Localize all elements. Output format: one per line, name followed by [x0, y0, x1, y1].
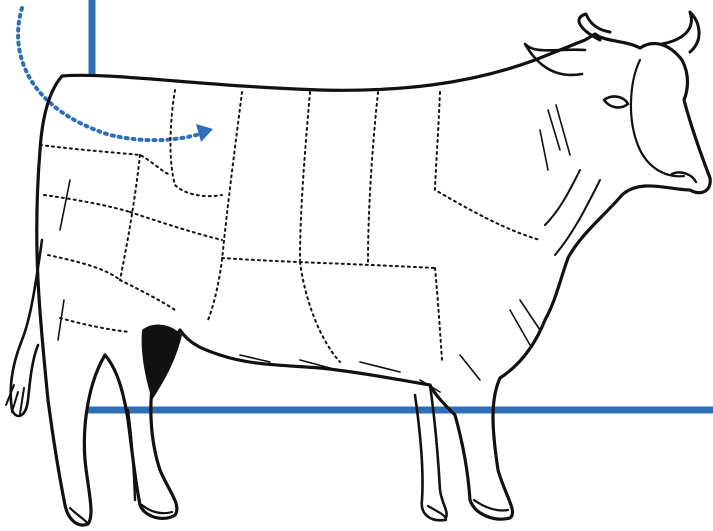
cow-body-outline [35, 32, 712, 527]
cow-icon [5, 10, 712, 527]
cut-line [221, 257, 436, 269]
inner-leg-shadow [141, 324, 182, 400]
hoof-front [426, 498, 510, 522]
cow-horn-left [577, 12, 612, 42]
cut-line [169, 89, 223, 198]
cow-jaw [629, 58, 686, 178]
cut-line [433, 91, 541, 241]
cow-shading [57, 104, 571, 393]
cow-dewlap [544, 169, 601, 256]
cut-line [434, 267, 443, 361]
hoof-hind [68, 503, 174, 526]
cut-line [43, 194, 131, 213]
cut-line [39, 144, 171, 176]
cow-horn-right [660, 10, 701, 54]
cut-line [129, 211, 223, 241]
cut-line [367, 91, 379, 263]
hind-leg-inner [126, 408, 137, 502]
arrowhead-icon [196, 124, 213, 142]
rotation-arrow-icon [16, 6, 202, 143]
front-leg-left [413, 383, 448, 522]
cow-tail [9, 238, 44, 418]
cow-nostril [670, 171, 698, 184]
cow-eye [602, 95, 630, 109]
cut-line [59, 317, 131, 333]
cut-lines [39, 89, 541, 363]
tail-tuft [5, 384, 25, 415]
cut-line [119, 279, 176, 311]
cut-line [207, 91, 243, 321]
cut-line [119, 154, 141, 281]
cut-line [47, 254, 121, 281]
cow-ear [523, 42, 587, 77]
cut-line [299, 91, 311, 261]
cut-line [299, 261, 341, 363]
